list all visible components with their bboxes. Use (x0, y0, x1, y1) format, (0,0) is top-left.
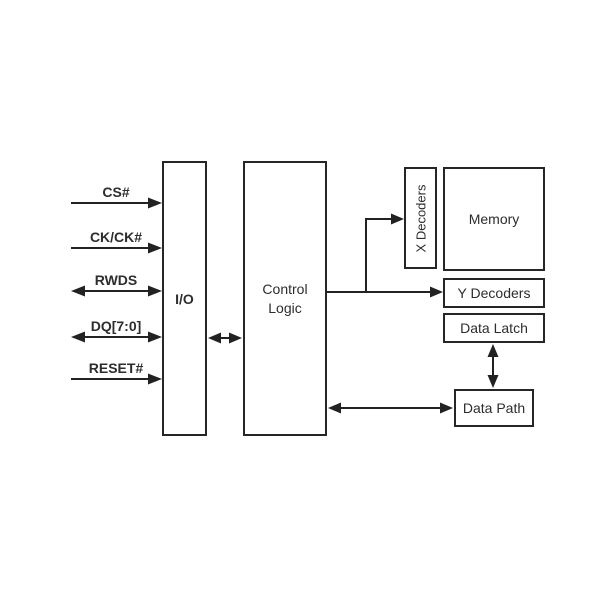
ck-arrow (71, 242, 162, 254)
signal-label-dq: DQ[7:0] (90, 318, 142, 334)
io-control-arrow (208, 332, 242, 344)
data-latch-block: Data Latch (443, 313, 545, 343)
control-logic-label: Control Logic (262, 280, 308, 316)
signal-label-rwds: RWDS (94, 272, 138, 288)
control-xdecoders-arrow (365, 213, 404, 292)
rwds-arrow (71, 285, 162, 297)
reset-arrow (71, 373, 162, 385)
io-block-label: I/O (175, 290, 194, 307)
y-decoders-label: Y Decoders (457, 285, 531, 301)
dq-arrow (71, 331, 162, 343)
data-latch-label: Data Latch (460, 320, 528, 336)
signal-label-ck: CK/CK# (89, 229, 143, 245)
cs-arrow (71, 197, 162, 209)
data-path-label: Data Path (462, 400, 526, 416)
x-decoders-block: X Decoders (404, 167, 437, 269)
memory-label: Memory (468, 211, 520, 227)
control-datapath-arrow (328, 402, 453, 414)
memory-block: Memory (443, 167, 545, 271)
signal-label-cs: CS# (102, 184, 130, 200)
datalatch-datapath-arrow (487, 344, 499, 388)
signal-label-reset: RESET# (88, 360, 144, 376)
x-decoders-label: X Decoders (413, 184, 429, 252)
io-block: I/O (162, 161, 207, 436)
y-decoders-block: Y Decoders (443, 278, 545, 308)
control-logic-block: Control Logic (243, 161, 327, 436)
data-path-block: Data Path (454, 389, 534, 427)
control-ydecoders-arrow (327, 286, 443, 298)
